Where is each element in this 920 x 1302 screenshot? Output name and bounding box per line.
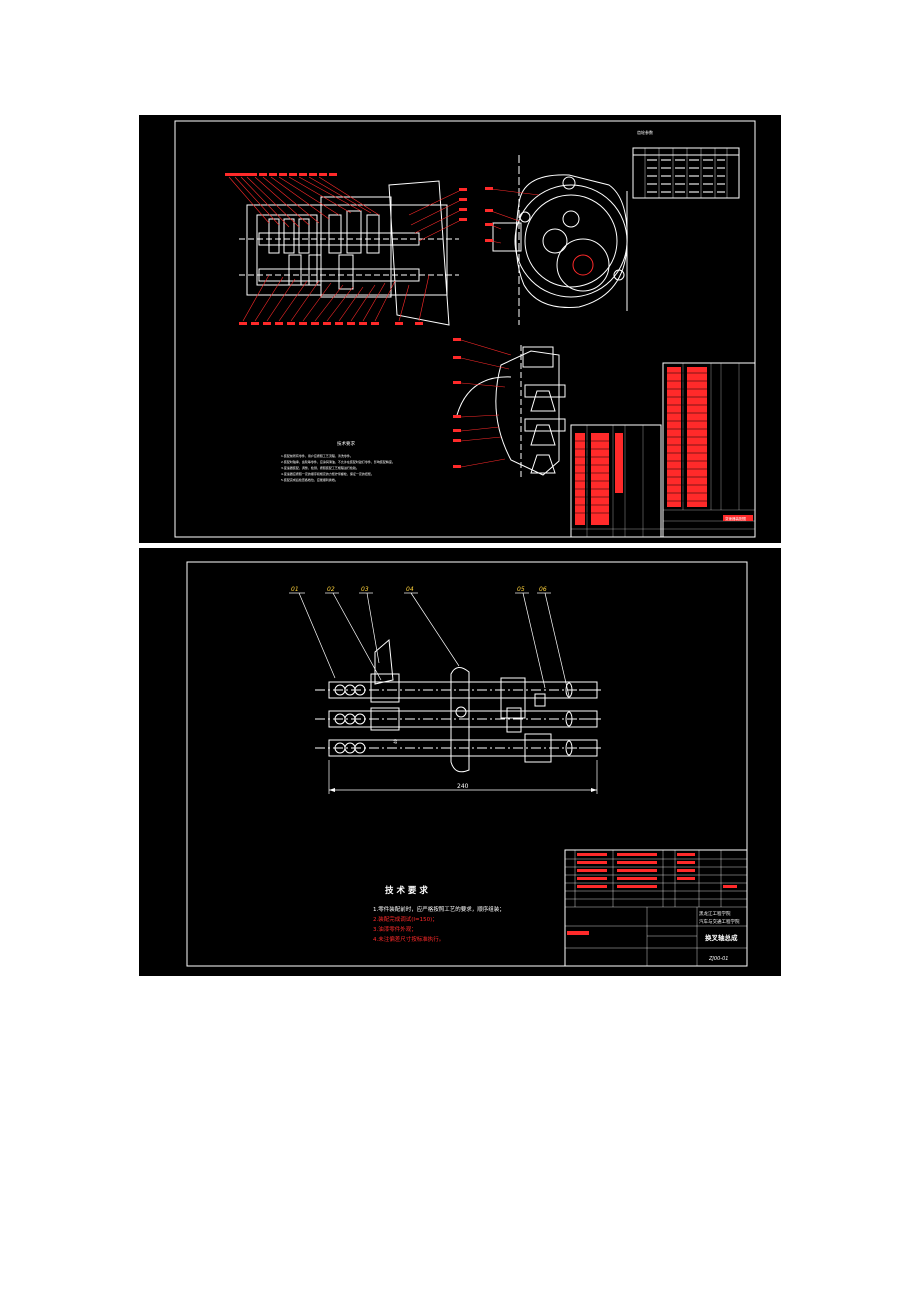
gear-parameter-title: 齿轮参数 — [637, 129, 653, 135]
shift-cover-view — [453, 338, 566, 477]
tech-line-2-4: 4.未注偏差尺寸按标准执行。 — [373, 935, 444, 943]
fork-shafts — [315, 638, 601, 773]
dimension-240: 240 — [457, 783, 469, 790]
part-label-04: 04 — [406, 586, 414, 593]
assembly-name: 换叉轴总成 — [705, 933, 738, 942]
part-label-01: 01 — [291, 586, 299, 593]
tech-line-1-2: 2.装配时轴承，齿轮等零件，应涂润滑油，不允许在装配时敲打零件，影响装配精度。 — [281, 459, 395, 464]
department-name: 汽车与交通工程学院 — [699, 918, 740, 925]
tech-requirements-1: 技术要求 1.装配前所有零件，用户应按照工艺流程，清洗零件。 2.装配时轴承，齿… — [281, 440, 395, 482]
assembly-drawing-sheet: 齿轮参数 — [139, 115, 781, 543]
part-label-02: 02 — [327, 586, 335, 593]
dimension-side: 40 — [393, 738, 398, 744]
fork-shaft-sheet: 01 02 03 04 05 06 — [139, 548, 781, 976]
fork-title-block: 黑龙江工程学院 汽车与交通工程学院 换叉轴总成 ZJ00-01 — [564, 849, 748, 967]
tech-title-2: 技 术 要 求 — [385, 885, 428, 896]
tech-title-1: 技术要求 — [337, 440, 355, 447]
tech-requirements-2: 技 术 要 求 1.零件装配前时，应严格按照工艺的要求，顺序组装； 2.装配完成… — [373, 885, 505, 943]
tech-line-2-1: 1.零件装配前时，应严格按照工艺的要求，顺序组装； — [373, 905, 505, 913]
fork-shaft-svg: 01 02 03 04 05 06 — [186, 561, 748, 967]
part-label-06: 06 — [539, 586, 547, 593]
assembly-drawing-svg: 齿轮参数 — [174, 120, 756, 538]
gear-parameter-table: 齿轮参数 — [632, 129, 740, 199]
overall-dimension: 240 40 — [328, 738, 598, 794]
drawing-number: ZJ00-01 — [708, 956, 728, 962]
part-label-05: 05 — [517, 586, 525, 593]
tech-line-1-1: 1.装配前所有零件，用户应按照工艺流程，清洗零件。 — [281, 453, 353, 458]
tech-line-1-3: 3.变速器装配，调整，检测，按照装配工艺规程进行检验。 — [281, 465, 359, 470]
school-name: 黑龙江工程学院 — [699, 910, 731, 917]
tech-line-2-2: 2.装配完成调试(I=150)； — [373, 915, 438, 923]
tech-line-2-3: 3.油漆零件外观； — [373, 925, 417, 933]
tech-line-1-4: 4.变速器应按照一定的顺序和规定的力矩拧紧螺栓，保证一定的扭矩。 — [281, 471, 374, 476]
gearbox-section-view — [225, 173, 467, 326]
tech-line-1-5: 5.装配完成后检查各档位，应能顺利换档。 — [281, 477, 338, 482]
part-label-03: 03 — [361, 586, 369, 593]
gearbox-end-view — [485, 155, 628, 325]
bom-table-1: 变速器装配图 — [570, 362, 756, 538]
title-block-1: 变速器装配图 — [725, 516, 746, 521]
part-labels: 01 02 03 04 05 06 — [289, 586, 570, 697]
